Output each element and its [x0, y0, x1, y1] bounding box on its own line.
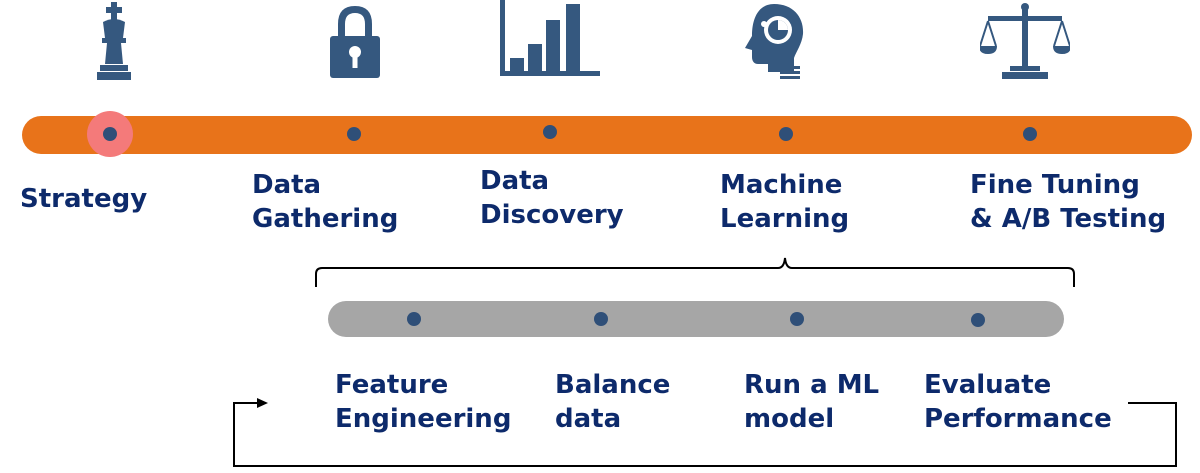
feedback-loop-arrow — [233, 402, 1177, 467]
timeline-dot-machine-learning — [779, 127, 793, 141]
main-timeline-bar — [22, 116, 1192, 154]
step-label-machine-learning: Machine Learning — [720, 170, 850, 234]
bar-chart-icon — [500, 0, 600, 76]
step-label-strategy: Strategy — [20, 184, 148, 214]
padlock-icon — [330, 6, 380, 78]
balance-scale-icon — [980, 3, 1070, 79]
step-label-data-discovery: Data Discovery — [480, 166, 624, 230]
sub-dot-feature-engineering — [407, 312, 421, 326]
substep-label-feature-engineering: Feature Engineering — [335, 370, 512, 434]
substep-label-run-ml-model: Run a ML model — [744, 370, 880, 434]
sub-dot-balance-data — [594, 312, 608, 326]
arrow-head — [257, 398, 268, 408]
substep-label-evaluate-performance: Evaluate Performance — [924, 370, 1112, 434]
expansion-brace — [315, 257, 1075, 287]
chess-king-icon — [97, 2, 131, 80]
timeline-dot-strategy — [103, 127, 117, 141]
ml-subprocess-bar — [328, 301, 1064, 337]
timeline-dot-data-gathering — [347, 127, 361, 141]
step-label-data-gathering: Data Gathering — [252, 170, 399, 234]
timeline-dot-fine-tuning — [1023, 127, 1037, 141]
timeline-dot-data-discovery — [543, 125, 557, 139]
substep-label-balance-data: Balance data — [555, 370, 671, 434]
step-label-fine-tuning: Fine Tuning & A/B Testing — [970, 170, 1167, 234]
sub-dot-evaluate-performance — [971, 313, 985, 327]
head-gear-icon — [745, 4, 804, 79]
sub-dot-run-ml-model — [790, 312, 804, 326]
